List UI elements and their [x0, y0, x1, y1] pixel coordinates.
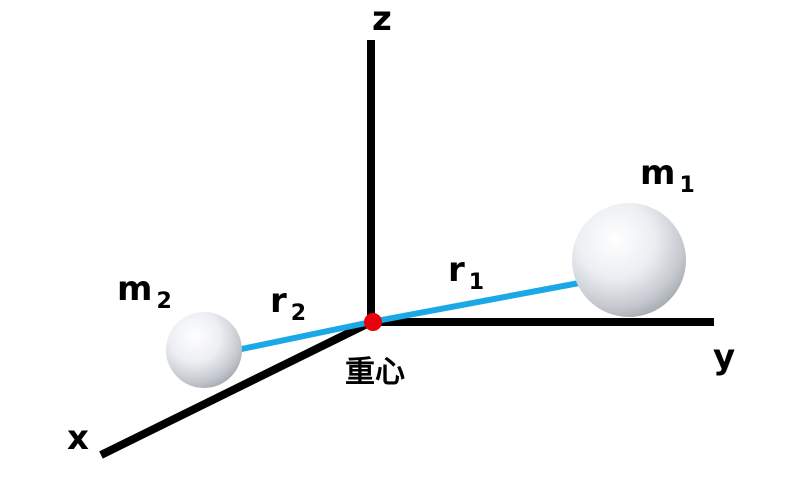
- distance-1-name: r: [448, 250, 465, 290]
- rod-r2: [231, 319, 372, 354]
- mass-2-sphere: [166, 312, 242, 388]
- distance-2-name: r: [270, 281, 287, 321]
- center-of-mass-dot: [364, 313, 382, 331]
- mass-1-name: m: [640, 153, 675, 193]
- x-axis: [99, 318, 373, 459]
- rod-r1: [370, 278, 591, 325]
- y-axis-label: y: [713, 337, 735, 377]
- z-axis-label: z: [372, 0, 392, 39]
- x-axis-label: x: [67, 418, 89, 458]
- mass-1-subscript: 1: [679, 173, 694, 198]
- mass-1-sphere: [572, 203, 686, 317]
- center-of-mass-label: 重心: [345, 355, 405, 390]
- distance-2-subscript: 2: [291, 301, 306, 326]
- mass-2-name: m: [117, 269, 152, 309]
- distance-1-subscript: 1: [469, 270, 484, 295]
- mass-2-subscript: 2: [156, 289, 171, 314]
